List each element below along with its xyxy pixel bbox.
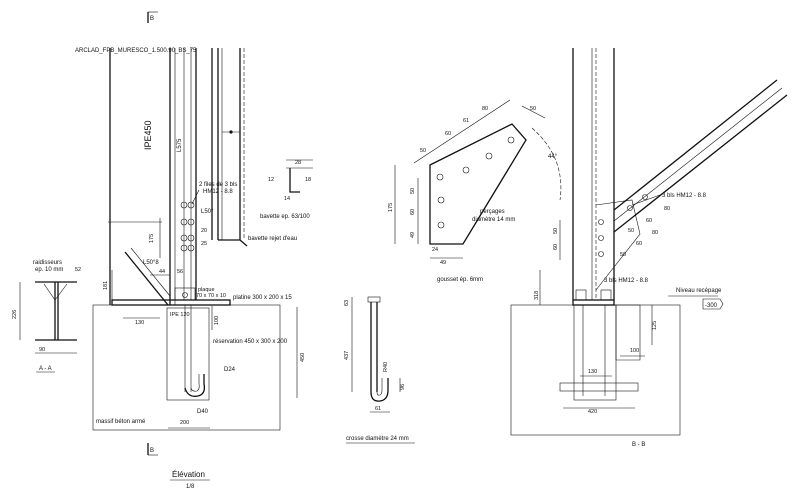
anchor-d40: D40	[197, 409, 209, 415]
svg-text:80: 80	[482, 106, 488, 112]
anchor-caption: crosse diamètre 24 mm	[346, 436, 409, 442]
angle-low-label: L50°8	[143, 260, 159, 266]
svg-text:60: 60	[553, 244, 559, 250]
holes-note-1: perçages	[480, 209, 505, 215]
section-mark-top: B	[147, 11, 158, 23]
svg-text:80: 80	[664, 206, 670, 212]
base-plate-label: platine 300 x 200 x 15	[233, 295, 292, 301]
svg-text:450: 450	[300, 353, 306, 362]
svg-text:60: 60	[646, 218, 652, 224]
concrete-footing: IPE 120 130 100 réservation 450 x 300 x …	[92, 304, 306, 431]
svg-text:318: 318	[534, 291, 540, 300]
svg-text:125: 125	[652, 321, 658, 330]
svg-text:14: 14	[284, 196, 290, 202]
svg-text:437: 437	[344, 351, 350, 360]
gusset-thickness: gousset ép. 6mm	[437, 277, 483, 283]
svg-text:20: 20	[201, 228, 207, 234]
svg-text:420: 420	[588, 409, 597, 415]
svg-text:100: 100	[214, 316, 220, 325]
svg-text:90: 90	[39, 347, 45, 353]
column-profile-label: IPE450	[143, 120, 153, 150]
svg-text:50: 50	[620, 252, 626, 258]
svg-text:100: 100	[630, 348, 639, 354]
elevation-scale: 1/8	[186, 484, 195, 490]
base-plate: plaque 70 x 70 x 10 platine 300 x 200 x …	[111, 287, 292, 306]
svg-text:56: 56	[177, 269, 183, 275]
svg-text:12: 12	[268, 177, 274, 183]
gusset-detail: 50 60 61 80 50 44° 175 50 60 49 24 49 pe…	[388, 99, 562, 283]
svg-text:25: 25	[201, 241, 207, 247]
drawing-reference: ARCLAD_FPB_MURESCO_1.500.90_BS_75	[75, 48, 197, 54]
svg-text:61: 61	[463, 118, 469, 124]
svg-text:60: 60	[445, 131, 451, 137]
section-aa-detail: raidisseurs ep. 10 mm 52 226 90 A - A	[12, 260, 81, 373]
angle-top-label: L50°	[201, 209, 214, 215]
elevation-title: Élévation	[172, 470, 205, 479]
svg-text:61: 61	[375, 406, 381, 412]
cladding-panel: bavette rejet d'eau	[211, 48, 297, 247]
svg-text:49: 49	[440, 260, 446, 266]
svg-text:130: 130	[588, 369, 597, 375]
svg-text:B: B	[150, 448, 154, 454]
section-aa-label: A - A	[39, 366, 52, 372]
section-mark-bottom: B	[147, 443, 158, 456]
flashing-detail: 28 12 18 14 bavette ep. 63/100	[260, 159, 313, 220]
holes-note-2: diamètre 14 mm	[472, 217, 515, 223]
svg-text:200: 200	[180, 420, 189, 426]
ipe-label: IPE 120	[170, 312, 190, 318]
level-note: Niveau recépage	[676, 288, 722, 294]
svg-text:96: 96	[400, 384, 406, 390]
flashing-1-label: bavette ep. 63/100	[260, 214, 310, 220]
svg-text:130: 130	[135, 320, 144, 326]
bolt-group: 2 files de 3 bls HM12 - 8.8 L50° 20 25	[180, 182, 237, 252]
concrete-label: massif béton armé	[96, 419, 146, 425]
svg-text:24: 24	[432, 247, 438, 253]
stiffener-note-2: ep. 10 mm	[35, 267, 63, 273]
svg-text:50: 50	[530, 106, 536, 112]
svg-text:R40: R40	[383, 362, 389, 372]
mullion-label: L575	[177, 138, 183, 152]
bolts-top-label: 3 bls HM12 - 8.8	[662, 193, 707, 199]
section-bb-label: B - B	[632, 442, 645, 448]
plate-note-1: plaque	[198, 287, 215, 293]
svg-text:226: 226	[12, 310, 18, 319]
svg-text:50: 50	[410, 188, 416, 194]
gusset-angle: 44°	[548, 154, 558, 160]
reservation-label: réservation 450 x 300 x 200	[213, 339, 288, 345]
svg-text:181: 181	[103, 281, 109, 290]
svg-text:50: 50	[420, 148, 426, 154]
svg-text:175: 175	[149, 234, 155, 243]
svg-text:80: 80	[652, 230, 658, 236]
svg-text:28: 28	[295, 160, 301, 166]
svg-text:49: 49	[410, 232, 416, 238]
section-bb-view: 3 bls HM12 - 8.8 3 bls HM12 - 8.8 50 60 …	[510, 48, 788, 448]
svg-text:B: B	[150, 16, 154, 22]
flashing-2-label: bavette rejet d'eau	[248, 236, 297, 242]
svg-text:63: 63	[344, 300, 350, 306]
plate-note-2: 70 x 70 x 10	[196, 293, 226, 299]
svg-text:50: 50	[553, 228, 559, 234]
knee-brace: L50°8 175 181 44 56	[103, 218, 183, 306]
anchor-bolt-detail: 63 437 R40 96 61 crosse diamètre 24 mm	[344, 296, 415, 444]
svg-text:60: 60	[636, 241, 642, 247]
anchor-d24: D24	[224, 367, 236, 373]
svg-text:60: 60	[410, 209, 416, 215]
bolts-bottom-label: 3 bls HM12 - 8.8	[604, 278, 649, 284]
svg-text:44: 44	[159, 269, 165, 275]
svg-text:18: 18	[305, 177, 311, 183]
bolts-note-1: 2 files de 3 bls	[199, 182, 237, 188]
svg-text:175: 175	[388, 203, 394, 212]
svg-text:50: 50	[628, 228, 634, 234]
stiffener-note-1: raidisseurs	[33, 260, 62, 266]
bolts-note-2: HM12 - 8.8	[203, 189, 233, 195]
level-value: -300	[705, 303, 718, 309]
column-ipe450: IPE450 L575	[109, 48, 197, 305]
elevation-view: B ARCLAD_FPB_MURESCO_1.500.90_BS_75 IPE4…	[12, 11, 313, 490]
svg-text:52: 52	[75, 267, 81, 273]
